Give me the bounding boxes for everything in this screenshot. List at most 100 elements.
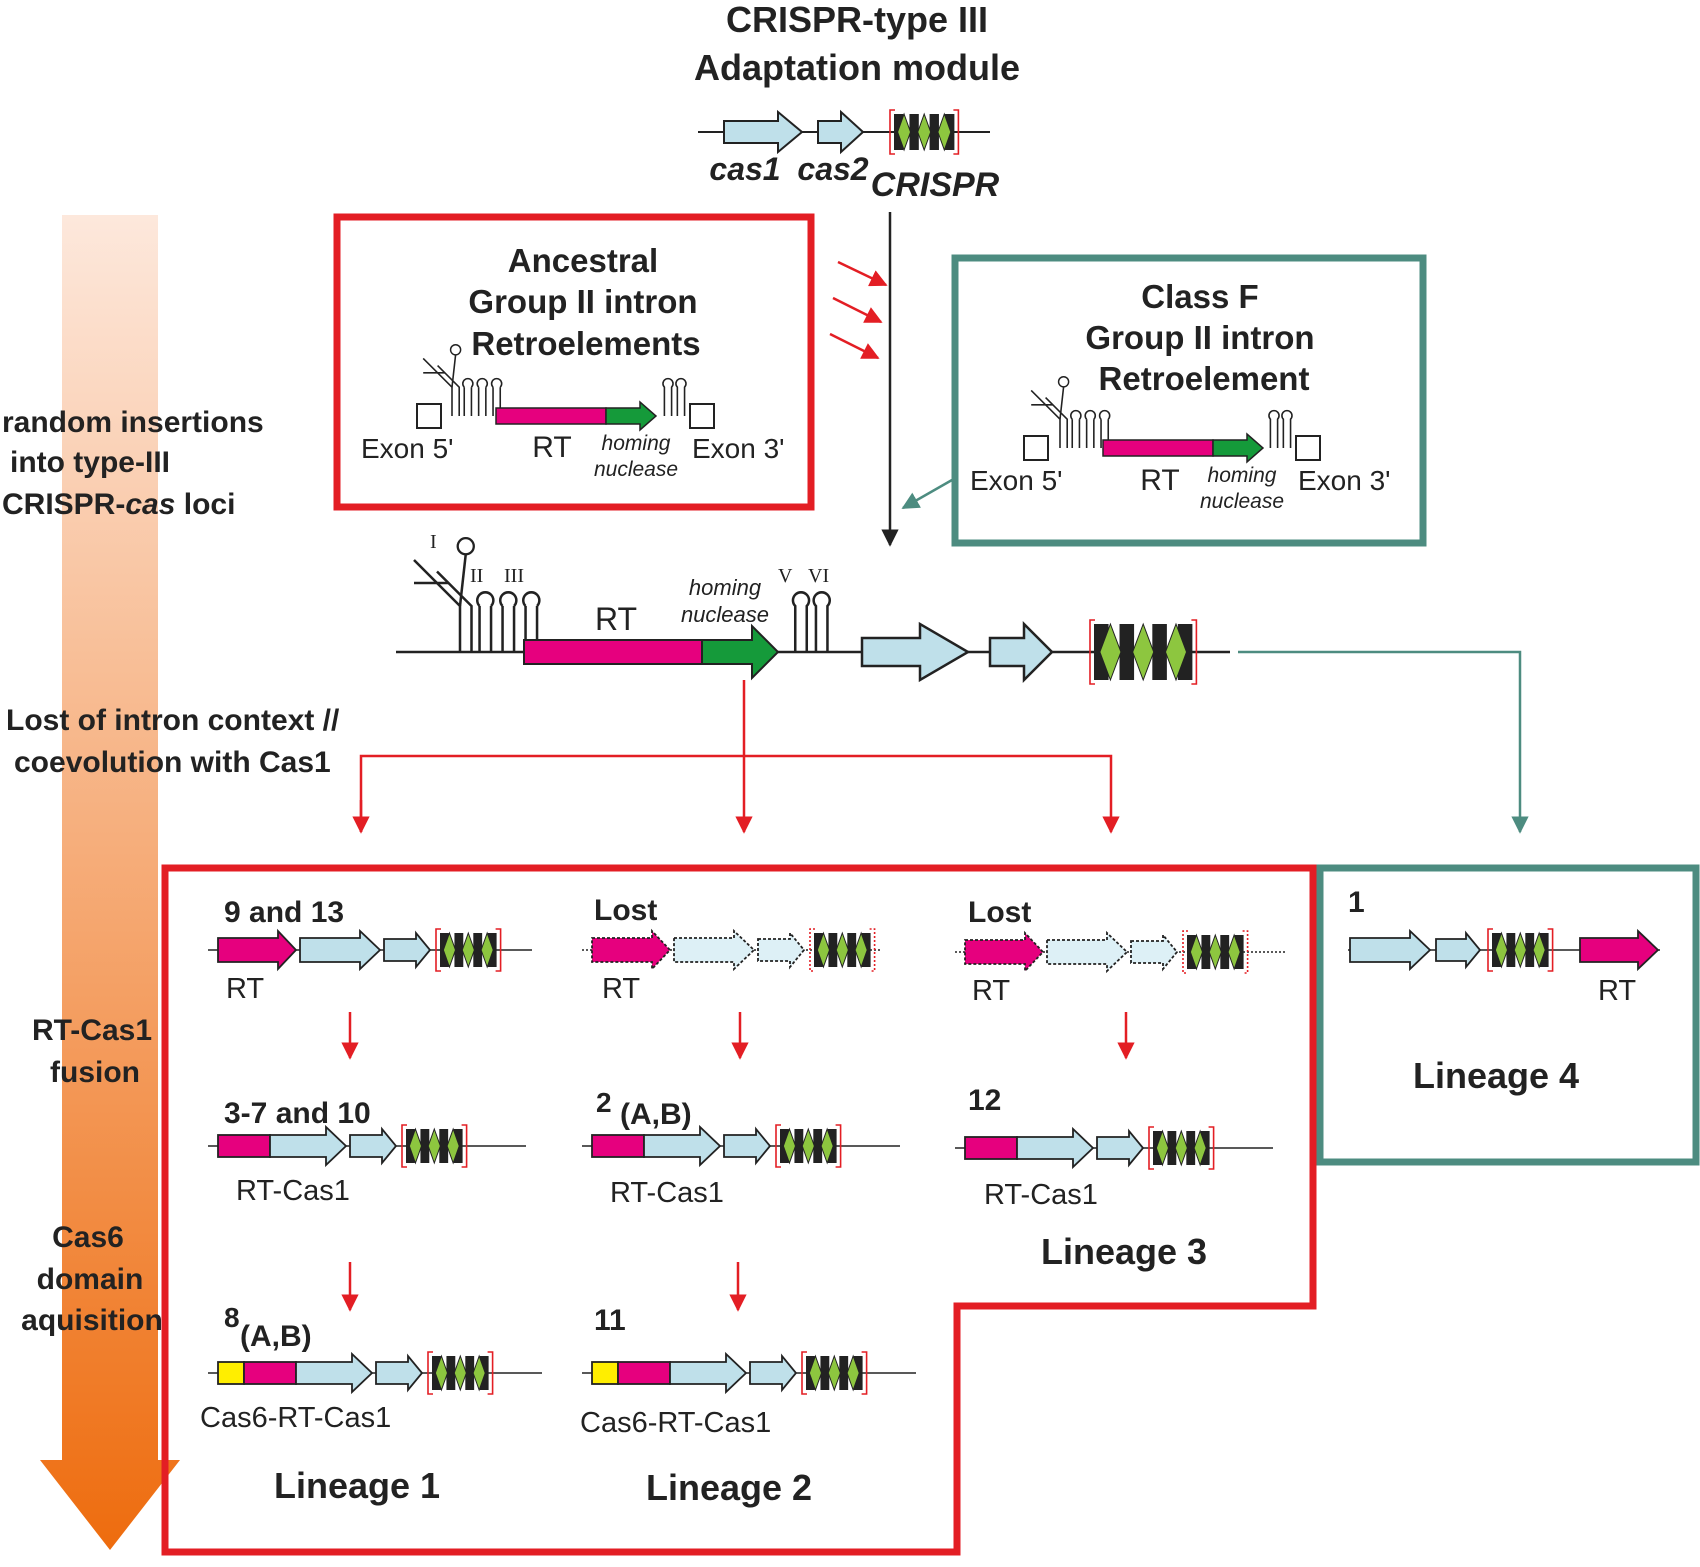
rt-gene-arrow	[1579, 928, 1660, 972]
cas1-gene-arrow	[1046, 930, 1129, 974]
crispr-repeat-spacer-array	[401, 1124, 468, 1168]
crispr-spacer	[1099, 622, 1122, 682]
crispr-spacer	[1155, 1129, 1170, 1167]
lineage3-label: Lineage 3	[1041, 1231, 1207, 1272]
gene-locus	[955, 930, 1285, 974]
inserted-homing-nuclease	[701, 623, 780, 681]
l2-row2-num: 2	[596, 1087, 612, 1118]
classf-exon5: Exon 5'	[970, 465, 1063, 496]
crispr-repeat-spacer-array	[809, 928, 876, 972]
l3-row1-num: Lost	[968, 896, 1031, 929]
inserted-domain-ii: II	[470, 565, 483, 587]
crispr-spacer	[827, 1354, 841, 1392]
crispr-repeat	[847, 933, 857, 967]
crispr-spacer	[1227, 933, 1241, 971]
crispr-spacer	[1494, 931, 1509, 969]
inserted-domain-vi: VI	[808, 565, 829, 587]
crispr-repeat	[794, 1129, 804, 1163]
inserted-cas2-arrow	[988, 620, 1054, 684]
crispr-repeat-spacer-array	[427, 1351, 494, 1395]
inserted-cas1-arrow	[860, 621, 971, 683]
rt-gene-arrow	[217, 928, 298, 972]
rt-gene-arrow	[591, 928, 672, 972]
header-title-line1: CRISPR-type III	[726, 0, 988, 40]
classf-intron-structure	[1023, 376, 1321, 464]
l1-row2-num: 3-7 and 10	[224, 1097, 371, 1130]
crispr-spacer	[801, 1127, 815, 1165]
cas1-gene-arrow	[723, 109, 804, 155]
gene-locus	[955, 1126, 1273, 1170]
ancestral-intron-box	[333, 213, 815, 511]
adaptation-module-locus	[698, 109, 990, 155]
l1-row3-num: 8	[224, 1302, 240, 1333]
cas6-domain	[591, 1361, 619, 1385]
crispr-spacer	[480, 931, 494, 969]
crispr-spacer	[917, 112, 932, 152]
lineage4-label: Lineage 4	[1413, 1055, 1579, 1096]
inserted-rt-label: RT	[595, 601, 637, 637]
svg-text:Lost of intron context //: Lost of intron context //	[6, 704, 340, 737]
crispr-spacer	[1208, 933, 1222, 971]
l1-row3-gene: Cas6-RT-Cas1	[200, 1402, 391, 1434]
svg-text:Cas6: Cas6	[52, 1221, 124, 1254]
svg-text:random insertions: random insertions	[2, 406, 264, 439]
cas2-gene-arrow	[757, 930, 806, 970]
svg-text:coevolution with Cas1: coevolution with Cas1	[14, 746, 331, 779]
cas2-gene-arrow	[349, 1126, 398, 1166]
l2-row2-gene: RT-Cas1	[610, 1177, 724, 1209]
l2-row1-num: Lost	[594, 894, 657, 927]
gene-locus	[208, 1351, 542, 1395]
l3-row2-gene: RT-Cas1	[984, 1179, 1098, 1211]
crispr-repeat	[420, 1129, 430, 1163]
crispr-spacer	[461, 931, 475, 969]
cas2-gene-arrow	[723, 1126, 772, 1166]
lineage4-branch-arrow	[1238, 650, 1529, 834]
crispr-repeat	[446, 1356, 456, 1390]
crispr-repeat	[929, 114, 939, 150]
timeline-gradient-arrow	[40, 215, 180, 1550]
cas2-label: cas2	[797, 151, 868, 187]
crispr-spacer	[820, 1127, 834, 1165]
ancestral-rt: RT	[532, 431, 571, 464]
ancestral-intron-structure	[416, 344, 715, 432]
crispr-spacer	[846, 1354, 860, 1392]
cas1-domain-arrow	[643, 1124, 722, 1168]
crispr-repeat	[465, 1356, 475, 1390]
gene-locus	[582, 1124, 900, 1168]
l1-row1-gene: RT	[226, 973, 264, 1005]
rt-domain	[217, 1134, 271, 1158]
classf-insertion-arrow	[901, 478, 953, 510]
crispr-spacer	[782, 1127, 797, 1165]
svg-text:aquisition: aquisition	[21, 1304, 163, 1337]
crispr-repeat	[1167, 1131, 1177, 1165]
crispr-repeat	[473, 933, 483, 967]
ancestral-exon5: Exon 5'	[361, 433, 454, 464]
crispr-repeat	[1119, 624, 1135, 680]
rt-domain	[964, 1136, 1018, 1160]
side-labels: random insertions into type-III CRISPR-c…	[2, 406, 340, 1337]
crispr-repeat-spacer-array	[1182, 930, 1249, 974]
l4-gene: RT	[1598, 975, 1636, 1007]
cas2-gene-arrow	[1130, 932, 1179, 972]
crispr-spacer	[1164, 622, 1188, 682]
lineage-loci	[208, 928, 1660, 1395]
crispr-spacer	[1174, 1129, 1188, 1167]
ancestral-title-line2: Group II intron	[468, 283, 697, 320]
rt-domain	[591, 1134, 645, 1158]
crispr-repeat	[454, 933, 464, 967]
lineage1-label: Lineage 1	[274, 1465, 440, 1506]
crispr-spacer	[1513, 931, 1527, 969]
crispr-repeat	[909, 114, 919, 150]
rt-domain	[617, 1361, 671, 1385]
cas2-gene-arrow	[749, 1353, 798, 1393]
classf-title-line1: Class F	[1141, 278, 1258, 315]
svg-text:into type-III: into type-III	[10, 446, 170, 479]
crispr-spacer	[1532, 931, 1546, 969]
cas6-domain	[217, 1361, 245, 1385]
cas2-gene-arrow	[1435, 930, 1482, 970]
gene-locus	[582, 1351, 916, 1395]
crispr-spacer	[434, 1354, 449, 1392]
l2-row2-sub: (A,B)	[620, 1098, 692, 1131]
l3-row2-num: 12	[968, 1084, 1001, 1117]
cas2-gene-arrow	[1096, 1128, 1145, 1168]
